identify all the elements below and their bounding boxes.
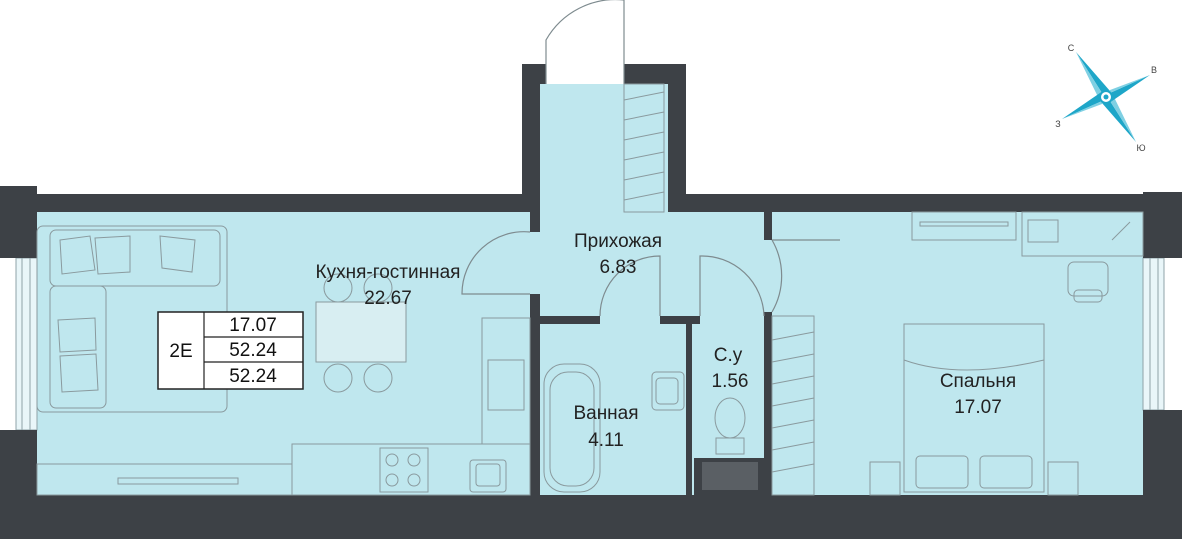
apartment-type: 2Е: [169, 341, 192, 362]
floor-hall-lower: [530, 212, 770, 324]
living-area: 17.07: [229, 315, 277, 336]
stove: [379, 447, 429, 493]
bedroom-area: 17.07: [954, 397, 1002, 418]
doors: [461, 0, 840, 317]
window-right: [1142, 257, 1165, 411]
toilet: [694, 397, 766, 495]
bath-door: [599, 255, 661, 317]
window-left: [15, 257, 38, 431]
bath-sink: [651, 371, 685, 411]
hall-area: 6.83: [600, 257, 637, 278]
kitchen-door: [461, 231, 531, 295]
compass-north: С: [1068, 43, 1075, 53]
bed: [869, 323, 1079, 496]
wc-name: С.у: [714, 345, 743, 366]
bedroom-door: [771, 239, 783, 313]
info-box: 2Е 17.07 52.24 52.24: [157, 311, 304, 390]
floor-hall: [540, 84, 668, 224]
windows: [15, 257, 1165, 431]
kitchen-name: Кухня-гостинная: [316, 262, 461, 283]
entrance-door: [545, 0, 624, 84]
total-area: 52.24: [229, 340, 277, 361]
wc-area: 1.56: [712, 371, 749, 392]
compass-south: Ю: [1136, 143, 1145, 153]
bath-area: 4.11: [588, 430, 624, 451]
desk: [911, 211, 1144, 303]
hall-wardrobe: [623, 83, 665, 213]
compass-east: В: [1151, 65, 1157, 75]
floor-bedroom: [770, 212, 1143, 495]
kitchen-area: 22.67: [364, 288, 412, 309]
wc-door: [699, 255, 765, 317]
bedroom-name: Спальня: [940, 371, 1016, 392]
total-area-2: 52.24: [229, 366, 277, 387]
bath-name: Ванная: [573, 403, 638, 424]
bedroom-wardrobe: [771, 315, 815, 496]
compass-rose-icon: [1062, 52, 1150, 142]
walls: [0, 64, 1182, 539]
bathtub: [543, 363, 601, 493]
kitchen-counter: [36, 317, 531, 496]
room-labels: Кухня-гостинная 22.67 Прихожая 6.83 Ванн…: [316, 231, 1017, 451]
dining-table: [315, 273, 407, 393]
kitchen-sink: [469, 459, 507, 493]
compass: С В Ю З: [1055, 43, 1157, 153]
hall-name: Прихожая: [574, 231, 662, 252]
compass-west: З: [1055, 119, 1060, 129]
